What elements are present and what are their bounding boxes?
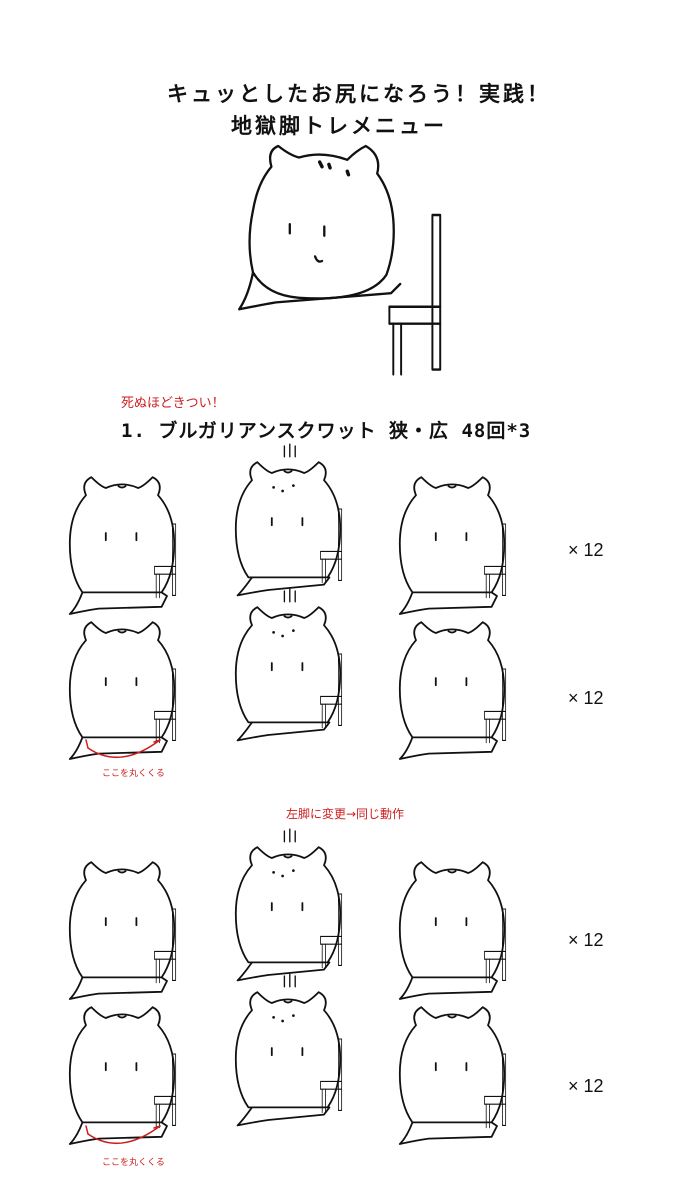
reps-label-row-1: × 12 <box>568 540 604 560</box>
hero-illustration <box>238 144 442 376</box>
reps-label-row-4: × 12 <box>568 1076 604 1096</box>
switch-leg-note: 左脚に変更→同じ動作 <box>285 807 405 821</box>
warning-note: 死ぬほどきつい！ <box>121 396 225 411</box>
row-1 <box>70 444 506 614</box>
reps-label-row-3: × 12 <box>568 930 604 950</box>
title-line-1: キュッとしたお尻になろう！実践！ <box>167 82 551 106</box>
row-3 <box>70 829 506 999</box>
row-2 <box>70 589 506 759</box>
hint-label-2: ここを丸くくる <box>102 1158 165 1168</box>
row-4 <box>70 974 506 1144</box>
exercise-label: 1. ブルガリアンスクワット 狭・広 48回*3 <box>121 420 532 442</box>
title-line-2: 地獄脚トレメニュー <box>231 114 447 138</box>
hint-label-1: ここを丸くくる <box>102 769 165 779</box>
reps-label-row-2: × 12 <box>568 688 604 708</box>
